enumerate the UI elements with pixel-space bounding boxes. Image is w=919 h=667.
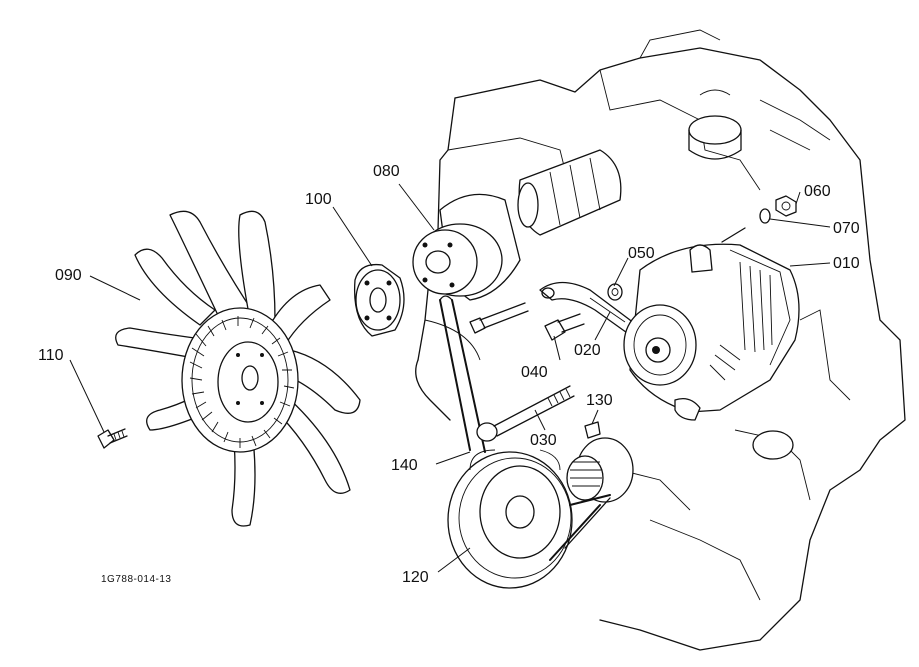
part-label-080: 080 [373, 163, 400, 180]
bolt-110 [97, 428, 128, 449]
part-label-040: 040 [521, 364, 548, 381]
part-label-110: 110 [38, 347, 64, 364]
bolt-040 [544, 313, 585, 341]
part-label-140: 140 [391, 457, 418, 474]
water-pump-pulley-080 [412, 193, 521, 301]
part-label-030: 030 [530, 432, 557, 449]
crankshaft-pulley-120 [447, 449, 573, 589]
washer-070 [759, 208, 771, 224]
fan-spacer-100 [353, 263, 405, 337]
part-label-130: 130 [586, 392, 613, 409]
part-labels: 080 100 090 110 060 070 010 050 020 040 … [38, 163, 860, 586]
part-label-010: 010 [833, 255, 860, 272]
part-label-100: 100 [305, 191, 332, 208]
part-label-060: 060 [804, 183, 831, 200]
part-label-020: 020 [574, 342, 601, 359]
key-130 [584, 421, 601, 439]
washer-050 [607, 283, 623, 301]
cooling-fan-090 [115, 210, 361, 527]
engine-block [415, 29, 906, 651]
drawing-code: 1G788-014-13 [101, 574, 172, 585]
nut-060 [775, 195, 797, 217]
crank-gear [549, 437, 634, 561]
bolt-small [469, 302, 529, 334]
part-label-050: 050 [628, 245, 655, 262]
part-label-120: 120 [402, 569, 429, 586]
part-label-070: 070 [833, 220, 860, 237]
leader-lines [69, 183, 831, 573]
alternator-010 [623, 227, 800, 421]
bolt-030 [476, 385, 575, 442]
starter-housing [517, 149, 622, 236]
part-label-090: 090 [55, 267, 82, 284]
